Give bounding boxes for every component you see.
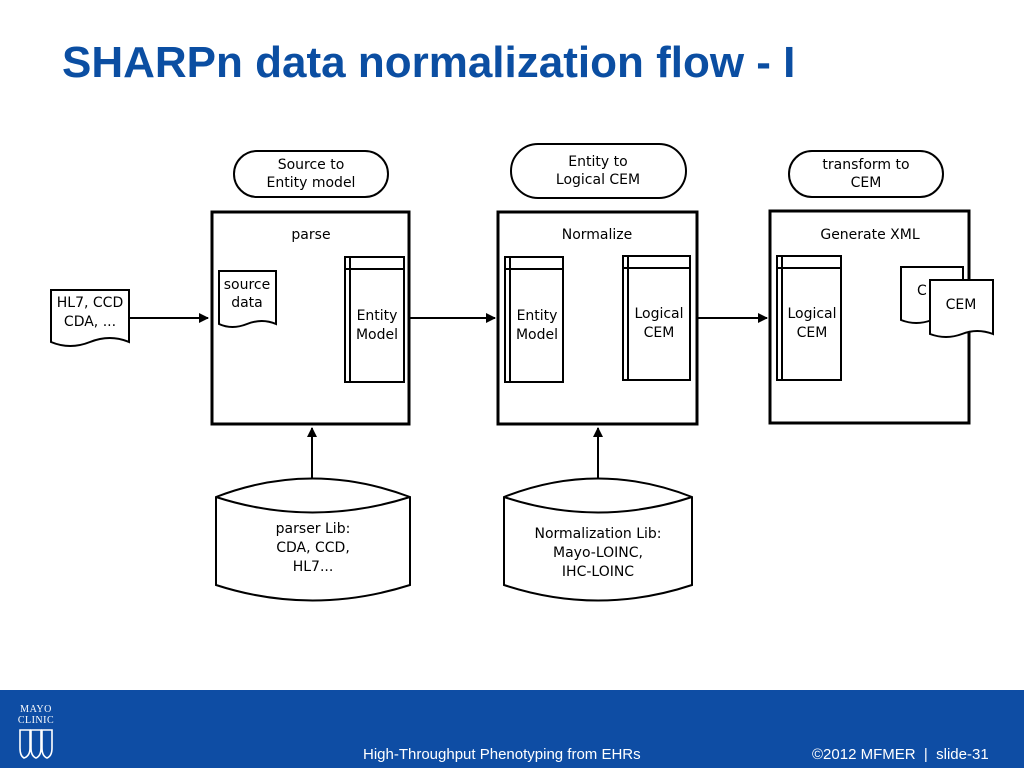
svg-text:HL7, CCD: HL7, CCD [57, 295, 123, 311]
normalization-lib-database: Normalization Lib: Mayo-LOINC, IHC-LOINC [503, 477, 693, 602]
entity-model-table-parse: Entity Model [344, 256, 405, 383]
generate-xml-box: Generate XML Logical CEM C CEM [768, 209, 994, 425]
logical-cem-table-normalize: Logical CEM [622, 255, 691, 381]
entity-model-table-normalize: Entity Model [504, 256, 564, 383]
svg-text:source: source [224, 277, 271, 293]
parser-lib-database: parser Lib: CDA, CCD, HL7... [215, 477, 411, 602]
svg-text:Normalization Lib:: Normalization Lib: [534, 526, 661, 542]
parse-box-title: parse [291, 227, 330, 243]
svg-text:Mayo-LOINC,: Mayo-LOINC, [553, 545, 643, 561]
mayo-clinic-shield-icon [19, 729, 53, 759]
source-data-document: source data [218, 270, 277, 328]
slide-title: SHARPn data normalization flow - I [62, 38, 796, 87]
svg-text:CEM: CEM [644, 325, 675, 341]
svg-text:CEM: CEM [851, 175, 882, 191]
svg-text:Entity: Entity [517, 308, 558, 324]
svg-text:parser Lib:: parser Lib: [276, 521, 351, 537]
stage-label-entity-to-logical: Entity to Logical CEM [510, 143, 687, 199]
cem-document-front: CEM [929, 279, 994, 338]
parse-box: parse source data Entity Model [210, 210, 411, 426]
footer-copyright-slide-number: ©2012 MFMER | slide-31 [812, 746, 989, 763]
mayo-clinic-logo-text: MAYO CLINIC [17, 704, 55, 726]
input-document-hl7-ccd: HL7, CCD CDA, ... [50, 289, 130, 347]
generate-box-title: Generate XML [820, 227, 920, 243]
svg-text:Logical: Logical [634, 306, 683, 322]
svg-text:C: C [917, 283, 927, 299]
svg-text:Source to: Source to [278, 157, 345, 173]
normalization-flow-diagram: Source to Entity model Entity to Logical… [50, 143, 994, 602]
svg-text:Logical CEM: Logical CEM [556, 172, 640, 188]
svg-text:CEM: CEM [946, 297, 977, 313]
svg-text:CEM: CEM [797, 325, 828, 341]
svg-text:data: data [231, 295, 263, 311]
normalize-box-title: Normalize [562, 227, 633, 243]
stage-label-transform-to-cem: transform to CEM [788, 150, 944, 198]
svg-text:Entity: Entity [357, 308, 398, 324]
svg-text:CDA, ...: CDA, ... [64, 314, 116, 330]
stage-label-source-to-entity: Source to Entity model [233, 150, 389, 198]
footer-presentation-title: High-Throughput Phenotyping from EHRs [363, 746, 641, 763]
svg-text:Entity to: Entity to [568, 154, 627, 170]
logical-cem-table-generate: Logical CEM [776, 255, 842, 381]
svg-text:transform to: transform to [822, 157, 909, 173]
svg-text:IHC-LOINC: IHC-LOINC [562, 564, 634, 580]
svg-text:Model: Model [356, 327, 398, 343]
svg-text:Logical: Logical [787, 306, 836, 322]
svg-text:HL7...: HL7... [293, 559, 334, 575]
svg-text:Model: Model [516, 327, 558, 343]
svg-text:CDA, CCD,: CDA, CCD, [276, 540, 350, 556]
svg-text:Entity model: Entity model [267, 175, 356, 191]
footer-bar: MAYO CLINIC High-Throughput Phenotyping … [0, 690, 1024, 768]
normalize-box: Normalize Entity Model Logical CEM [496, 210, 699, 426]
